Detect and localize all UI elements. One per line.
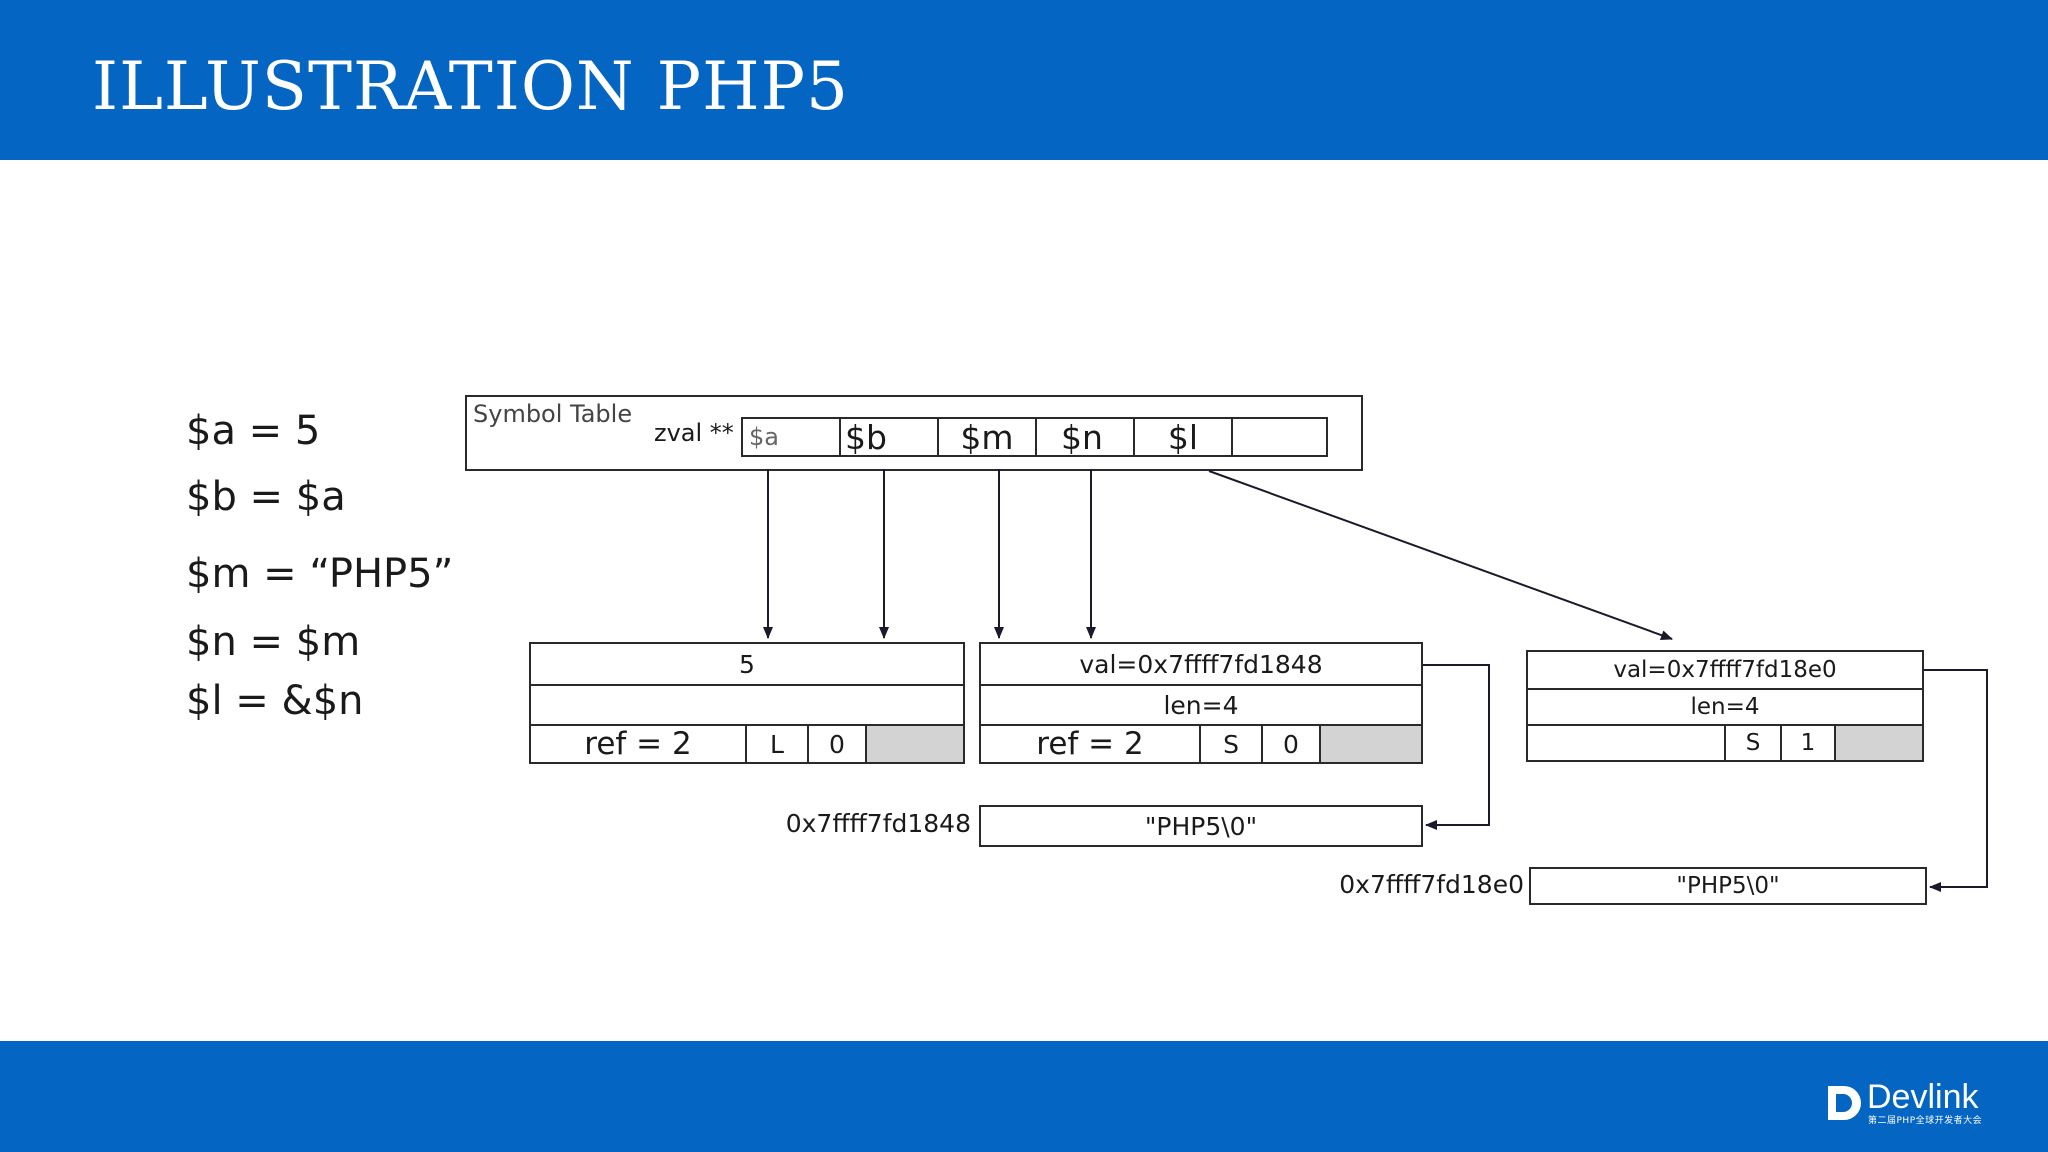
zval-a-value: 5 — [739, 649, 755, 679]
code-line-a: $a = 5 — [186, 408, 321, 454]
slot-l-label: $l — [1167, 417, 1199, 457]
code-line-b: $b = $a — [186, 474, 346, 520]
devlink-logo-text: Devlink — [1867, 1078, 1979, 1116]
zval-pointer-label: zval ** — [654, 419, 734, 447]
zval-m-padding — [1321, 726, 1421, 762]
arrow-val-to-string-1 — [1423, 664, 1490, 830]
zval-m-type-flag: S — [1201, 726, 1263, 762]
slot-m-label: $m — [960, 417, 1014, 457]
string-2-value: "PHP5\0" — [1676, 873, 1780, 899]
zval-a-is-ref: 0 — [809, 726, 867, 762]
string-1-buffer: "PHP5\0" — [979, 805, 1423, 847]
arrow-val-to-string-2 — [1924, 669, 1988, 892]
zval-m-len: len=4 — [1163, 690, 1239, 720]
slot-n-label: $n — [1061, 417, 1103, 457]
zval-l-ref — [1528, 726, 1726, 760]
zval-a: 5 ref = 2 L 0 — [529, 642, 965, 764]
slot-b: $b — [841, 417, 939, 457]
zval-a-empty-row — [531, 686, 963, 726]
devlink-logo: Devlink 第二届PHP全球开发者大会 — [1826, 1078, 1996, 1126]
zval-a-ref: ref = 2 — [531, 726, 747, 762]
string-1-value: "PHP5\0" — [1144, 811, 1258, 841]
string-1-address: 0x7ffff7fd1848 — [785, 809, 971, 838]
slot-a-label: $a — [749, 423, 779, 451]
zval-a-type-flag: L — [747, 726, 809, 762]
zval-l-padding — [1836, 726, 1922, 760]
code-line-l: $l = &$n — [186, 678, 364, 724]
slot-m: $m — [939, 417, 1037, 457]
slot-l: $l — [1135, 417, 1233, 457]
zval-m-ref: ref = 2 — [981, 726, 1201, 762]
zval-l: val=0x7ffff7fd18e0 len=4 S 1 — [1526, 650, 1924, 762]
zval-l-val: val=0x7ffff7fd18e0 — [1613, 657, 1837, 683]
slide-title: ILLUSTRATION PHP5 — [92, 48, 850, 125]
slot-n: $n — [1037, 417, 1135, 457]
zval-m: val=0x7ffff7fd1848 len=4 ref = 2 S 0 — [979, 642, 1423, 764]
zval-a-padding — [867, 726, 963, 762]
zval-l-len: len=4 — [1690, 694, 1760, 720]
zval-l-is-ref: 1 — [1782, 726, 1836, 760]
code-line-n: $n = $m — [186, 619, 361, 665]
zval-l-type-flag: S — [1726, 726, 1782, 760]
header-bar — [0, 0, 2048, 160]
symbol-slots: $a $b $m $n $l — [741, 417, 1328, 457]
devlink-logo-tagline: 第二届PHP全球开发者大会 — [1868, 1116, 1983, 1126]
zval-m-is-ref: 0 — [1263, 726, 1321, 762]
zval-m-val: val=0x7ffff7fd1848 — [1079, 649, 1323, 679]
footer-bar — [0, 1041, 2048, 1152]
slot-a: $a — [743, 419, 841, 455]
slot-b-label: $b — [845, 417, 887, 457]
code-line-m: $m = “PHP5” — [186, 551, 454, 597]
arrow-l-to-zval — [1208, 470, 1673, 640]
devlink-logo-icon — [1828, 1086, 1861, 1120]
string-2-buffer: "PHP5\0" — [1529, 867, 1927, 905]
symbol-table-label: Symbol Table — [473, 400, 633, 428]
string-2-address: 0x7ffff7fd18e0 — [1339, 870, 1524, 899]
